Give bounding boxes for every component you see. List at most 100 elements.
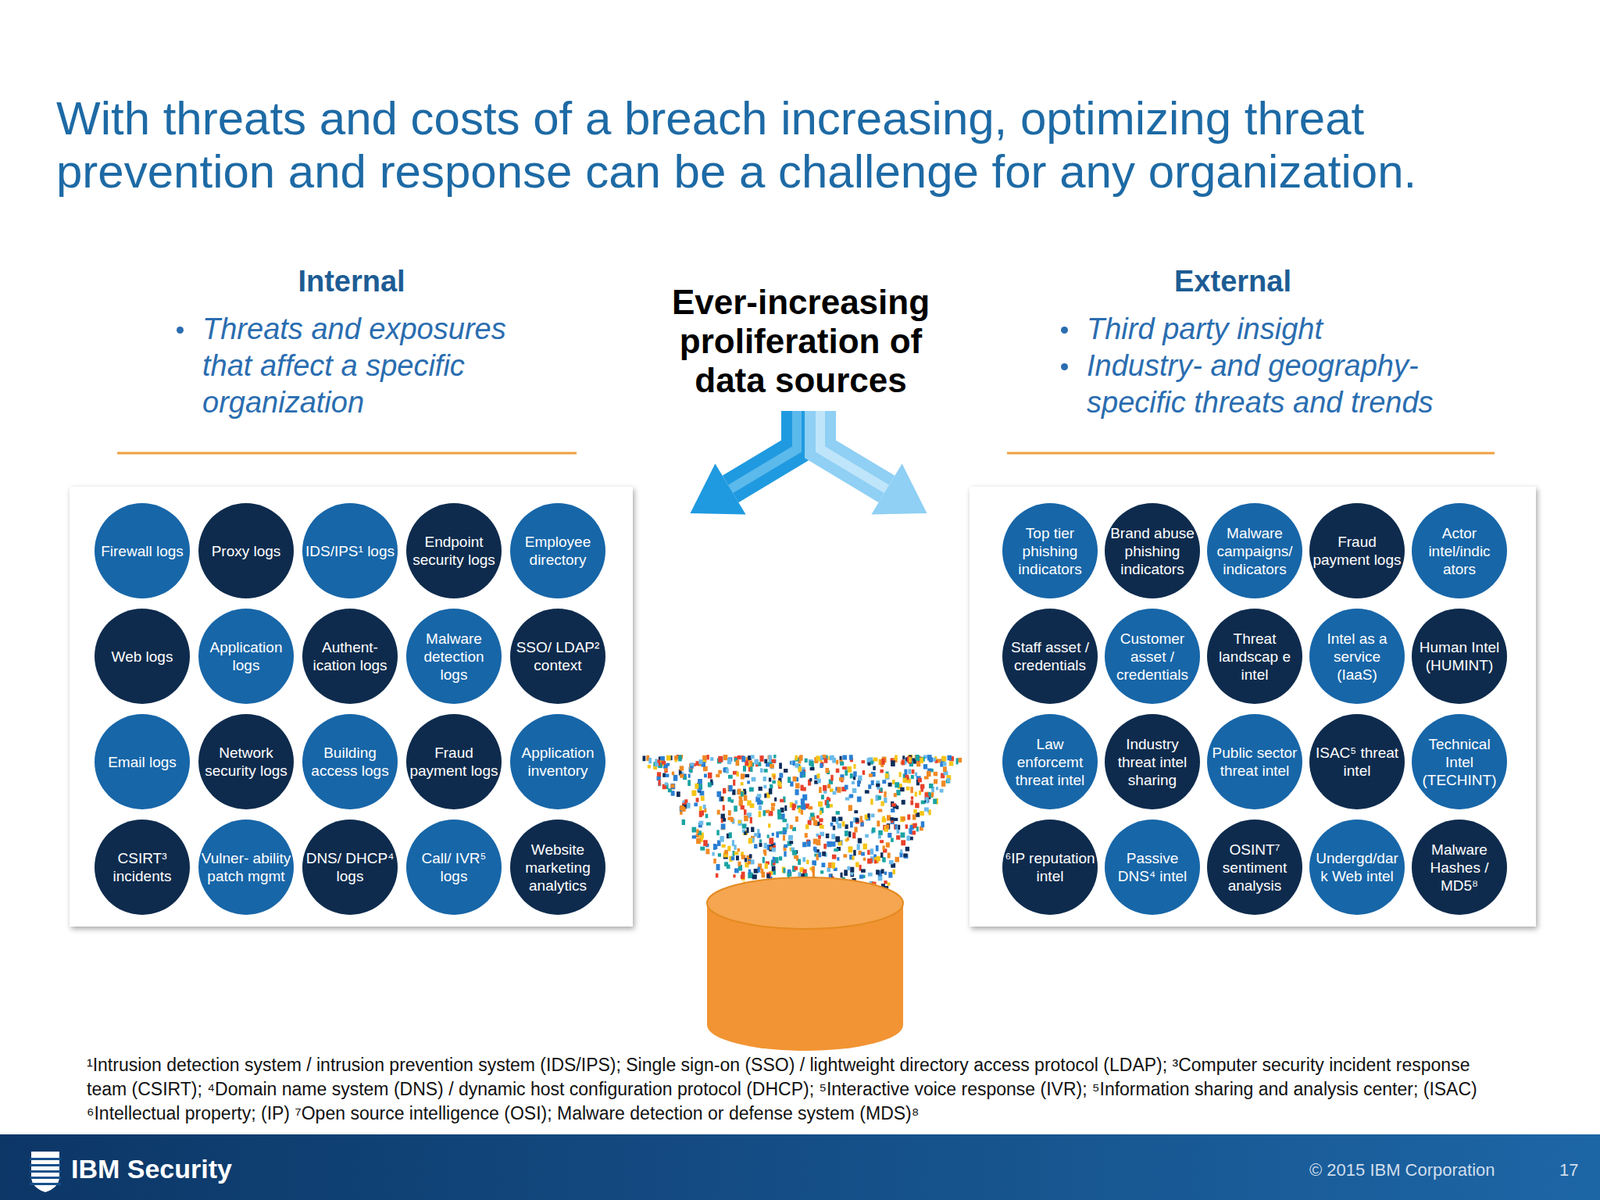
data-particle xyxy=(933,771,938,777)
data-particle xyxy=(795,789,800,796)
data-particle xyxy=(905,846,910,852)
data-particle xyxy=(887,832,892,838)
data-particle xyxy=(870,848,874,855)
data-particle xyxy=(690,762,695,766)
data-particle xyxy=(733,844,736,850)
data-particle xyxy=(795,763,800,768)
data-particle xyxy=(897,825,900,830)
data-particle xyxy=(820,870,824,874)
bullet-dot xyxy=(1060,363,1068,371)
data-particle xyxy=(921,800,926,805)
data-particle xyxy=(845,824,849,829)
data-particle xyxy=(809,760,815,767)
data-particle xyxy=(853,764,857,769)
source-circle: Email logs xyxy=(94,714,190,810)
data-particle xyxy=(728,810,732,816)
source-circle: Threat landscap e intel xyxy=(1207,608,1303,704)
data-particle xyxy=(740,791,744,797)
source-circle: Customer asset / credentials xyxy=(1104,608,1200,704)
data-particle xyxy=(941,780,946,787)
data-particle xyxy=(789,781,793,787)
source-circle: Fraud payment logs xyxy=(406,714,502,810)
data-particle xyxy=(890,817,894,824)
data-particle xyxy=(782,867,786,874)
data-particle xyxy=(927,754,933,761)
data-particle xyxy=(846,866,850,871)
data-particle xyxy=(819,763,823,768)
data-particle xyxy=(842,766,847,770)
data-particle xyxy=(750,817,753,824)
data-particle xyxy=(879,839,884,843)
data-particle xyxy=(850,773,854,779)
bullet-list: Third party insightIndustry- and geograp… xyxy=(1086,310,1486,422)
data-particle xyxy=(942,756,947,762)
data-particle xyxy=(764,759,768,765)
panel-heading: External xyxy=(1076,263,1390,300)
data-particle xyxy=(883,791,886,798)
data-particle xyxy=(716,864,721,871)
source-circle: Malware Hashes / MD5⁸ xyxy=(1411,819,1508,915)
data-particle xyxy=(875,845,879,852)
circle-label: Website marketing analytics xyxy=(512,840,604,895)
data-particle xyxy=(819,825,825,829)
data-particle xyxy=(903,853,909,859)
data-particle xyxy=(782,830,786,835)
source-circle: Web logs xyxy=(94,608,190,704)
data-particle xyxy=(654,763,659,768)
source-circle: Actor intel/indic ators xyxy=(1411,503,1508,599)
data-particle xyxy=(896,789,900,796)
data-particle xyxy=(696,760,700,766)
data-particle xyxy=(824,758,828,764)
source-circle: ⁶IP reputation intel xyxy=(1002,819,1098,915)
data-particle xyxy=(821,862,826,868)
source-circle: Law enforcemt threat intel xyxy=(1002,714,1098,810)
data-particle xyxy=(777,814,782,820)
data-particle xyxy=(817,778,822,784)
data-particle xyxy=(867,850,870,855)
data-particle xyxy=(883,880,887,884)
data-particle xyxy=(857,796,862,803)
data-particle xyxy=(764,793,767,799)
logo-stripe xyxy=(29,1182,61,1186)
data-particle xyxy=(864,834,869,839)
data-particle xyxy=(867,784,872,790)
data-particle xyxy=(743,815,749,822)
circle-label: Undergd/dar k Web intel xyxy=(1311,849,1403,886)
source-circle: Intel as a service (IaaS) xyxy=(1309,608,1405,704)
data-particle xyxy=(764,768,768,773)
data-particle xyxy=(905,824,909,829)
data-particle xyxy=(707,782,712,787)
data-particle xyxy=(777,780,781,786)
data-particle xyxy=(888,782,893,787)
data-particle xyxy=(648,757,652,764)
data-particle xyxy=(860,822,865,827)
center-heading: Ever-increasing proliferation of data so… xyxy=(652,282,950,400)
data-particle xyxy=(764,863,768,869)
data-particle xyxy=(914,772,918,777)
data-particle xyxy=(759,839,762,843)
data-particle xyxy=(740,875,745,879)
data-particle xyxy=(746,827,750,833)
brand-logo xyxy=(29,1151,61,1193)
data-particle xyxy=(713,858,717,864)
circle-label: Fraud payment logs xyxy=(408,743,500,780)
data-particle xyxy=(848,846,854,853)
data-particle xyxy=(679,765,685,771)
circle-label: SSO/ LDAP² context xyxy=(512,638,604,675)
data-particle xyxy=(828,874,833,878)
logo-stripe xyxy=(29,1164,61,1167)
data-particle xyxy=(903,853,908,858)
source-circle: Human Intel (HUMINT) xyxy=(1411,608,1508,704)
data-particle xyxy=(678,755,683,762)
data-particle xyxy=(821,794,825,800)
data-particle xyxy=(907,768,911,774)
data-particle xyxy=(894,754,898,761)
data-particle xyxy=(787,869,792,874)
data-particle xyxy=(816,839,822,846)
data-particle xyxy=(825,833,830,839)
data-particle xyxy=(761,871,766,879)
data-particle xyxy=(737,789,742,796)
data-particle xyxy=(742,756,747,763)
source-circle: Staff asset / credentials xyxy=(1002,608,1098,704)
circle-label: Building access logs xyxy=(304,743,396,780)
